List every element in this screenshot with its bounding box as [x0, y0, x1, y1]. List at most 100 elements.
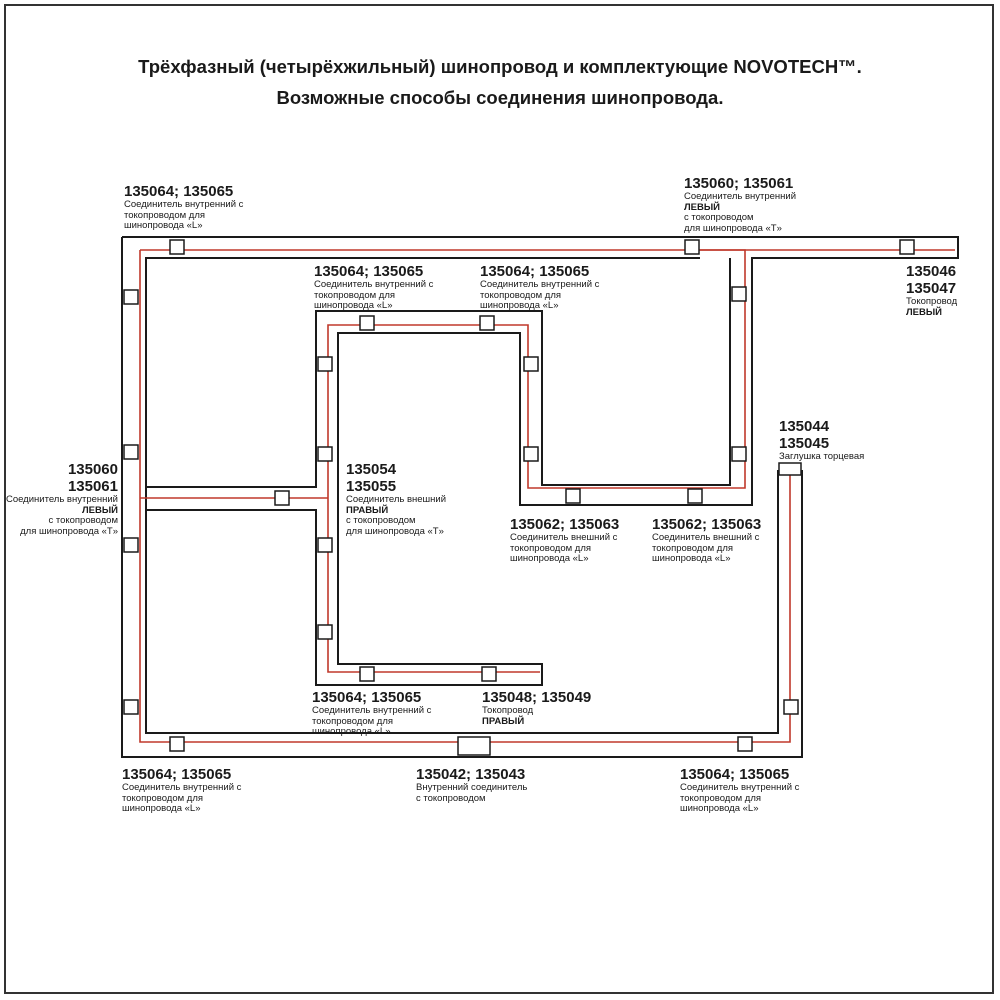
diagram-frame — [4, 4, 994, 994]
label-bl-code: 135064; 135065 — [122, 766, 232, 783]
label-br-desc2: токопроводом для — [680, 792, 762, 804]
label-ext-l1-desc3: шинопровода «L» — [510, 553, 589, 564]
label-straight: 135042; 135043 Внутренний соединитель с … — [416, 766, 527, 804]
label-inner-l2-desc1: Соединитель внутренний с — [480, 279, 600, 290]
connector-box — [123, 289, 139, 305]
label-bl: 135064; 135065 Соединитель внутренний с … — [122, 766, 241, 815]
label-inner-l3: 135064; 135065 Соединитель внутренний с … — [312, 689, 431, 738]
connector-box — [783, 699, 799, 715]
label-endcap: 135044 135045 Заглушка торцевая — [779, 418, 864, 463]
label-inner-l3-desc2: токопроводом для — [312, 715, 394, 727]
label-tt-left-desc1: Соединитель внутренний — [684, 191, 797, 202]
label-bl-desc3: шинопровода «L» — [122, 803, 201, 814]
label-inner-l1-desc1: Соединитель внутренний с — [314, 279, 434, 290]
label-tr-code2: 135047 — [906, 280, 957, 297]
connector-box — [523, 446, 539, 462]
label-right-feed-code: 135048; 135049 — [482, 689, 592, 706]
label-tl-desc2: токопроводом для — [124, 209, 206, 221]
label-inner-l2-desc3: шинопровода «L» — [480, 300, 559, 311]
label-inner-l2-code: 135064; 135065 — [480, 263, 590, 280]
label-tr-desc1: Токопровод — [906, 296, 958, 307]
label-tr-desc2: ЛЕВЫЙ — [906, 306, 942, 318]
connector-box — [123, 699, 139, 715]
label-inner-l2: 135064; 135065 Соединитель внутренний с … — [480, 263, 599, 312]
label-right-feed: 135048; 135049 Токопровод ПРАВЫЙ — [482, 689, 591, 727]
connector-box — [123, 444, 139, 460]
connector-box — [731, 286, 747, 302]
label-ext-l2: 135062; 135063 Соединитель внешний с ток… — [652, 516, 761, 565]
label-ext-l1: 135062; 135063 Соединитель внешний с ток… — [510, 516, 619, 565]
label-left-t-desc4: для шинопровода «T» — [20, 525, 118, 537]
label-left-t-desc3: с токопроводом — [48, 515, 118, 526]
connector-box — [359, 315, 375, 331]
label-straight-desc2: с токопроводом — [416, 792, 486, 804]
label-tt-left-desc4: для шинопровода «T» — [684, 222, 782, 234]
connector-box — [317, 537, 333, 553]
label-ext-l2-desc1: Соединитель внешний с — [652, 532, 760, 543]
label-ext-l1-desc2: токопроводом для — [510, 542, 592, 554]
connector-box — [523, 356, 539, 372]
rail-inner-t-stub-2 — [146, 332, 700, 686]
connector-box — [731, 446, 747, 462]
connector-box — [169, 239, 185, 255]
rail-outer-main — [121, 237, 803, 758]
connector-box — [481, 666, 497, 682]
label-straight-desc1: Внутренний соединитель — [416, 782, 528, 793]
connector-box — [317, 446, 333, 462]
label-tt-left-code: 135060; 135061 — [684, 175, 794, 192]
connector-box — [317, 356, 333, 372]
label-bl-desc2: токопроводом для — [122, 792, 204, 804]
connector-box — [274, 490, 290, 506]
label-tl: 135064; 135065 Соединитель внутренний с … — [124, 183, 243, 232]
connector-box — [899, 239, 915, 255]
label-bl-desc1: Соединитель внутренний с — [122, 782, 242, 793]
label-ext-t-desc1: Соединитель внешний — [346, 494, 447, 505]
connector-box — [737, 736, 753, 752]
label-inner-l3-code: 135064; 135065 — [312, 689, 422, 706]
label-left-t-desc1: Соединитель внутренний — [5, 494, 118, 505]
label-inner-l3-desc3: шинопровода «L» — [312, 726, 391, 737]
label-left-t-desc2: ЛЕВЫЙ — [82, 504, 118, 516]
connector-box — [359, 666, 375, 682]
connector-box — [684, 239, 700, 255]
label-right-feed-desc1: Токопровод — [482, 705, 534, 716]
label-ext-l2-desc3: шинопровода «L» — [652, 553, 731, 564]
label-left-t-code1: 135060 — [67, 461, 118, 478]
label-inner-l1-desc3: шинопровода «L» — [314, 300, 393, 311]
connector-box — [169, 736, 185, 752]
label-ext-t-code1: 135054 — [346, 461, 397, 478]
label-tr-code1: 135046 — [906, 263, 957, 280]
label-tr: 135046 135047 Токопровод ЛЕВЫЙ — [906, 263, 957, 318]
rail-inner-t-stub — [146, 258, 731, 488]
label-ext-l2-desc2: токопроводом для — [652, 542, 734, 554]
label-endcap-desc1: Заглушка торцевая — [779, 451, 865, 462]
connector-box — [687, 488, 703, 504]
label-ext-t: 135054 135055 Соединитель внешний ПРАВЫЙ… — [346, 461, 446, 537]
label-left-t: 135060 135061 Соединитель внутренний ЛЕВ… — [0, 461, 118, 537]
label-ext-t-desc3: с токопроводом — [346, 515, 416, 526]
label-br-desc1: Соединитель внутренний с — [680, 782, 800, 793]
label-endcap-code1: 135044 — [779, 418, 830, 435]
straight-connector-box — [457, 736, 491, 756]
label-inner-l1-code: 135064; 135065 — [314, 263, 424, 280]
label-ext-t-desc2: ПРАВЫЙ — [346, 504, 389, 516]
label-tt-left-desc3: с токопроводом — [684, 212, 754, 223]
end-cap — [778, 462, 802, 476]
conductor-lines — [139, 249, 955, 743]
rail-outer-top-to-t — [700, 236, 959, 506]
label-ext-t-desc4: для шинопровода «T» — [346, 525, 444, 537]
label-inner-l1-desc2: токопроводом для — [314, 289, 396, 301]
label-br-code: 135064; 135065 — [680, 766, 790, 783]
connector-box — [565, 488, 581, 504]
label-straight-code: 135042; 135043 — [416, 766, 526, 783]
track-rails — [121, 236, 959, 758]
label-tl-desc1: Соединитель внутренний с — [124, 199, 244, 210]
label-ext-l1-desc1: Соединитель внешний с — [510, 532, 618, 543]
connector-box — [317, 624, 333, 640]
label-endcap-code2: 135045 — [779, 435, 830, 452]
title-line-2: Возможные способы соединения шинопровода… — [276, 87, 724, 108]
label-tl-desc3: шинопровода «L» — [124, 220, 203, 231]
connector-box — [479, 315, 495, 331]
title-line-1: Трёхфазный (четырёхжильный) шинопровод и… — [138, 56, 862, 77]
